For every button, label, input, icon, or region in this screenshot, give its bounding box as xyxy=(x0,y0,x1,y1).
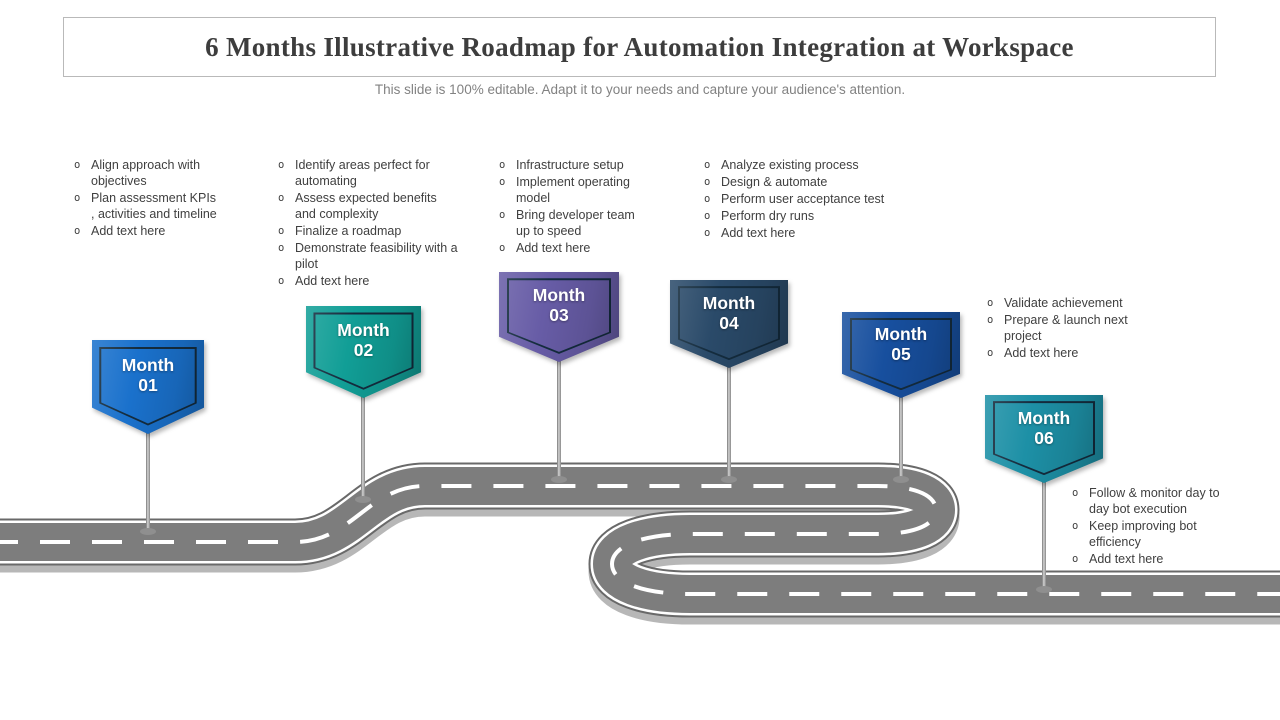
milestone-2-pole-base xyxy=(355,496,371,503)
milestone-3-pole xyxy=(557,356,561,480)
milestone-5-pole xyxy=(899,392,903,480)
bullet-icon: o xyxy=(74,159,81,171)
slide-title: 6 Months Illustrative Roadmap for Automa… xyxy=(205,31,1074,62)
milestone-3-sign: Month 03 xyxy=(499,272,619,362)
milestone-4-pole xyxy=(727,362,731,480)
month-number: 01 xyxy=(138,374,158,395)
milestone-6-pole-base xyxy=(1036,586,1052,593)
milestone-1-pole-base xyxy=(140,528,156,535)
month-number: 05 xyxy=(891,343,911,364)
bullet-icon: o xyxy=(1072,553,1079,565)
month-word: Month xyxy=(532,285,586,306)
bullet-icon: o xyxy=(278,242,285,254)
sign-inner-outline xyxy=(313,312,414,390)
slide-title-box: 6 Months Illustrative Roadmap for Automa… xyxy=(63,17,1216,77)
milestone-6-label: Month 06 xyxy=(985,395,1103,460)
slide-subtitle: This slide is 100% editable. Adapt it to… xyxy=(374,82,906,97)
milestone-2-pole xyxy=(361,392,365,500)
bullet-icon: o xyxy=(1072,487,1079,499)
sign-inner-outline xyxy=(99,346,197,426)
milestone-5-sign: Month 05 xyxy=(842,312,960,398)
bullet-icon: o xyxy=(499,176,506,188)
bullet-icon: o xyxy=(1072,520,1079,532)
bullet-icon: o xyxy=(704,227,711,239)
sign-inner-outline xyxy=(677,286,781,361)
milestone-3-pole-base xyxy=(551,476,567,483)
bullet-icon: o xyxy=(278,192,285,204)
bullet-icon: o xyxy=(278,159,285,171)
milestone-5-label: Month 05 xyxy=(842,312,960,376)
month-number: 04 xyxy=(719,312,739,333)
bullet-icon: o xyxy=(74,192,81,204)
bullet-icon: o xyxy=(704,176,711,188)
bullet-icon: o xyxy=(704,193,711,205)
month-number: 03 xyxy=(549,305,569,326)
month-word: Month xyxy=(1017,407,1071,428)
bullet-icon: o xyxy=(499,209,506,221)
milestone-1-pole xyxy=(146,428,150,532)
milestone-5-pole-base xyxy=(893,476,909,483)
milestone-6-sign: Month 06 xyxy=(985,395,1103,483)
month-number: 02 xyxy=(353,340,374,361)
milestone-1-sign: Month 01 xyxy=(92,340,204,434)
bullet-icon: o xyxy=(499,159,506,171)
month-word: Month xyxy=(702,292,756,313)
bullet-icon: o xyxy=(987,314,994,326)
bullet-icon: o xyxy=(987,297,994,309)
month-word: Month xyxy=(337,320,390,341)
bullet-icon: o xyxy=(499,242,506,254)
milestone-4-label: Month 04 xyxy=(670,280,788,345)
bullet-icon: o xyxy=(278,275,285,287)
bullet-icon: o xyxy=(704,210,711,222)
milestone-2-label: Month 02 xyxy=(306,306,421,374)
month-word: Month xyxy=(121,354,175,375)
milestone-6-pole xyxy=(1042,477,1046,590)
bullet-icon: o xyxy=(987,347,994,359)
sign-inner-outline xyxy=(506,278,612,354)
month-number: 06 xyxy=(1034,427,1054,448)
milestone-4-sign: Month 04 xyxy=(670,280,788,368)
milestone-3-label: Month 03 xyxy=(499,272,619,339)
bullet-icon: o xyxy=(278,225,285,237)
month-word: Month xyxy=(874,323,928,344)
bullet-icon: o xyxy=(704,159,711,171)
milestone-4-pole-base xyxy=(721,476,737,483)
bullet-icon: o xyxy=(74,225,81,237)
milestone-1-label: Month 01 xyxy=(92,340,204,410)
milestone-2-sign: Month 02 xyxy=(306,306,421,398)
